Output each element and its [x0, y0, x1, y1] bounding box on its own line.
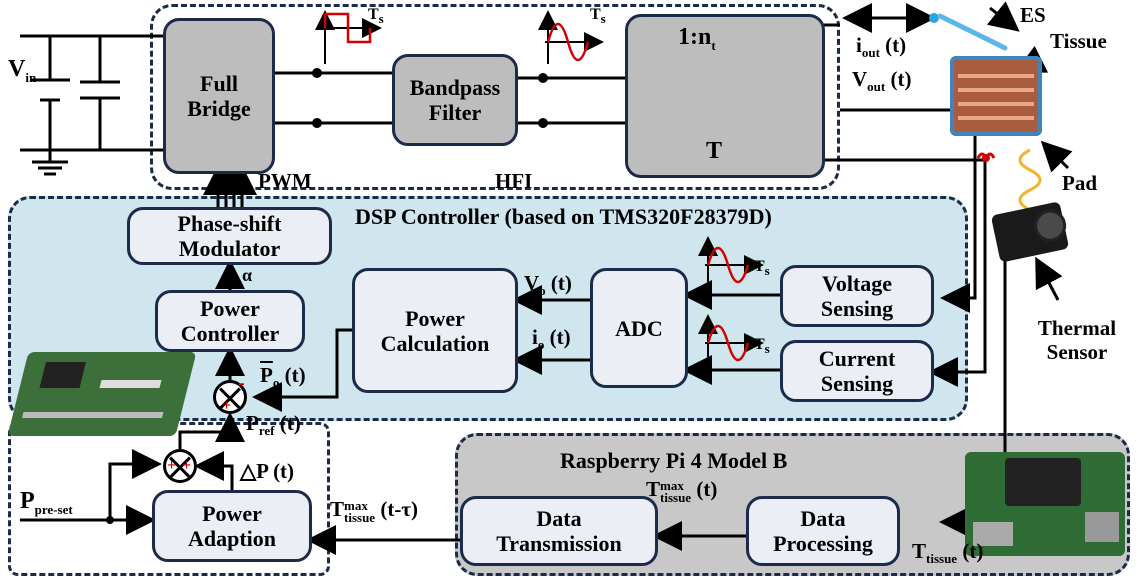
- delta-p-label: △P (t): [240, 459, 295, 483]
- ts-label-sine: Ts: [590, 6, 606, 27]
- ts-label-voltage: Ts: [754, 258, 770, 279]
- tissue-label: Tissue: [1050, 29, 1107, 53]
- ts-label-current: Ts: [754, 336, 770, 357]
- transformer-block: [625, 14, 825, 178]
- thermal-sensor-label: Thermal Sensor: [1037, 316, 1117, 364]
- sum-node-adaption: [163, 449, 197, 483]
- current-sensing-block: Current Sensing: [780, 340, 934, 402]
- bandpass-filter-block: Bandpass Filter: [392, 54, 518, 146]
- dsp-controller-title: DSP Controller (based on TMS320F28379D): [355, 204, 772, 229]
- sum-node-controller: [213, 380, 247, 414]
- ppreset-label: Ppre-set: [20, 488, 73, 517]
- tissue-photo: [950, 56, 1042, 136]
- dsp-board-photo: [7, 352, 197, 436]
- hfi-label: HFI: [495, 169, 533, 193]
- data-processing-block: Data Processing: [746, 496, 900, 566]
- pwm-label: PWM: [258, 169, 312, 193]
- power-calculation-block: Power Calculation: [352, 268, 518, 393]
- adc-block: ADC: [590, 268, 688, 388]
- sum-node-minus: -: [238, 372, 245, 394]
- vout-label: Vout (t): [852, 67, 912, 95]
- io-label: io (t): [532, 325, 571, 353]
- raspberry-pi-photo: [965, 452, 1125, 556]
- power-stage-region: [150, 4, 840, 190]
- transformer-ratio: 1:nt: [678, 24, 716, 53]
- vo-label: Vo (t): [524, 271, 572, 299]
- po-label: Po (t): [260, 363, 306, 391]
- phase-shift-modulator-block: Phase-shift Modulator: [127, 207, 332, 265]
- transformer-label: T: [706, 138, 723, 164]
- voltage-sensing-block: Voltage Sensing: [780, 265, 934, 327]
- iout-label: iout (t): [856, 33, 907, 61]
- rpi-title: Raspberry Pi 4 Model B: [560, 448, 788, 473]
- power-adaption-block: Power Adaption: [152, 490, 312, 562]
- pad-label: Pad: [1062, 171, 1098, 195]
- data-transmission-block: Data Transmission: [460, 496, 658, 566]
- power-controller-block: Power Controller: [155, 290, 305, 352]
- alpha-label: α: [242, 265, 253, 285]
- sum-node2-plus-right: +: [182, 457, 192, 474]
- ttissue-label: Ttissue (t): [912, 539, 984, 567]
- ts-label-square: Ts: [368, 6, 384, 27]
- full-bridge-block: Full Bridge: [163, 18, 275, 174]
- sum-node-plus: +: [222, 397, 232, 414]
- sum-node2-plus-left: +: [167, 457, 177, 474]
- es-label: ES: [1020, 3, 1046, 27]
- pref-label: Pref (t): [246, 411, 301, 439]
- vin-label: Vin: [8, 56, 37, 85]
